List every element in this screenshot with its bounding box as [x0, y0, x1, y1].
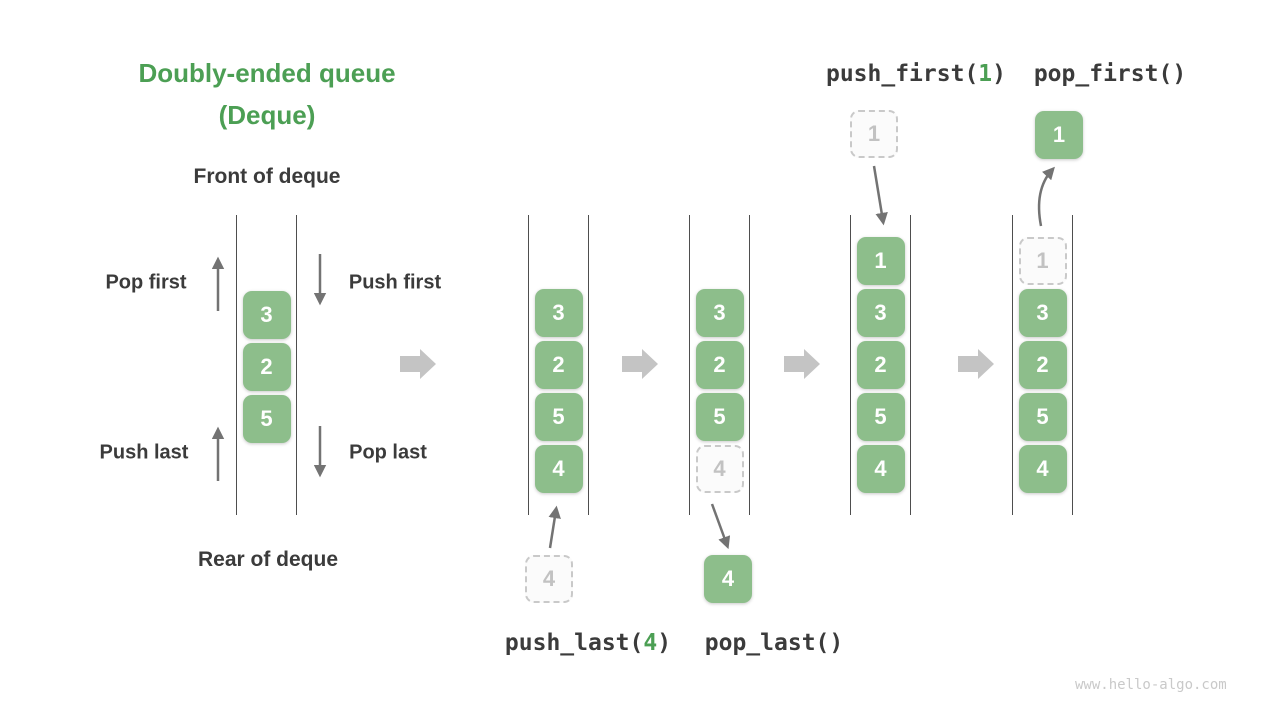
push-last-operand-arrow-icon — [548, 505, 561, 549]
queue-item: 4 — [1018, 445, 1067, 493]
title-line-1: Doubly-ended queue — [138, 58, 396, 88]
queue-item: 5 — [1018, 393, 1067, 441]
queue-item: 3 — [1018, 289, 1067, 337]
queue-item: 5 — [695, 393, 744, 441]
pop-last-label: Pop last — [349, 441, 427, 464]
front-of-deque-label: Front of deque — [193, 165, 341, 188]
queue-item: 5 — [856, 393, 905, 441]
call-prefix: push_last( — [504, 630, 644, 656]
pop-first-label: Pop first — [105, 271, 187, 294]
queue-item: 2 — [242, 343, 291, 391]
queue-item: 3 — [534, 289, 583, 337]
page-title: Doubly-ended queue (Deque) — [138, 52, 395, 136]
transition-arrow-icon — [784, 349, 820, 379]
transition-arrow-icon — [622, 349, 658, 379]
queue-item: 3 — [695, 289, 744, 337]
queue-item: 2 — [856, 341, 905, 389]
queue-item: 2 — [534, 341, 583, 389]
push-first-operand-box: 1 — [850, 110, 898, 158]
queue-item: 4 — [534, 445, 583, 493]
call-arg: 1 — [978, 61, 993, 87]
push-first-label: Push first — [348, 271, 442, 294]
rear-of-deque-label: Rear of deque — [197, 548, 339, 571]
transition-arrow-icon — [958, 349, 994, 379]
queue-item: 3 — [242, 291, 291, 339]
watermark: www.hello-algo.com — [1075, 677, 1227, 693]
push-last-operand-box: 4 — [525, 555, 573, 603]
queue-item: 4 — [856, 445, 905, 493]
push-last-call-label: push_last(4) — [505, 630, 671, 656]
call-prefix: push_first( — [825, 61, 979, 87]
call-arg: 4 — [643, 630, 658, 656]
queue-item: 2 — [1018, 341, 1067, 389]
pop-last-call-label: pop_last() — [705, 630, 843, 656]
queue-item: 5 — [534, 393, 583, 441]
push-first-call-label: push_first(1) — [826, 61, 1006, 87]
queue-item: 4 — [695, 445, 744, 493]
push-first-operand-arrow-icon — [872, 165, 888, 226]
queue-item: 5 — [242, 395, 291, 443]
pop-last-result-box: 4 — [704, 555, 752, 603]
queue-item: 1 — [856, 237, 905, 285]
pop-first-call-label: pop_first() — [1034, 61, 1186, 87]
pop-first-result-box: 1 — [1035, 111, 1083, 159]
queue-item: 1 — [1018, 237, 1067, 285]
title-line-2: (Deque) — [218, 100, 316, 130]
call-prefix: pop_first( — [1033, 61, 1173, 87]
call-suffix: ) — [1172, 61, 1187, 87]
transition-arrow-icon — [400, 349, 436, 379]
call-suffix: ) — [657, 630, 672, 656]
call-suffix: ) — [992, 61, 1007, 87]
queue-item: 3 — [856, 289, 905, 337]
call-suffix: ) — [829, 630, 844, 656]
queue-item: 2 — [695, 341, 744, 389]
call-prefix: pop_last( — [704, 630, 830, 656]
push-last-label: Push last — [99, 441, 189, 464]
